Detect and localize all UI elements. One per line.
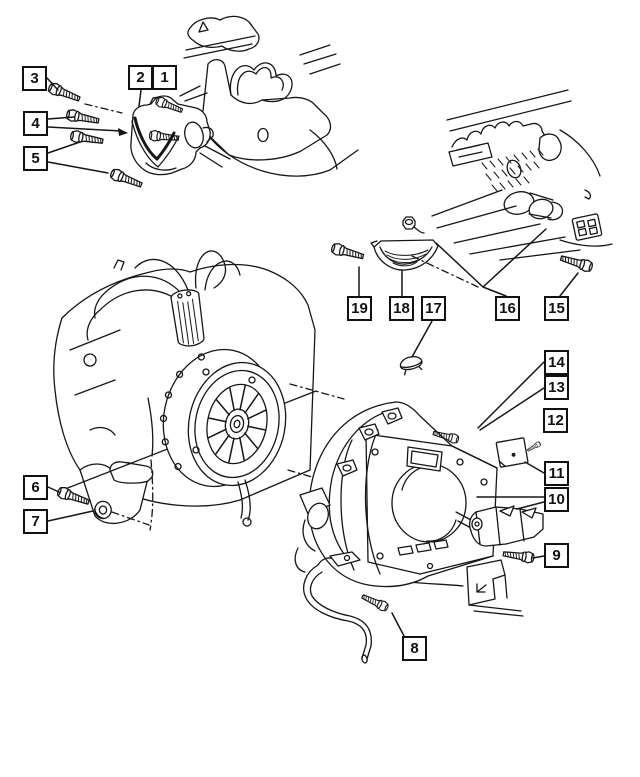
dust-shield (370, 239, 439, 271)
bellhousing (294, 401, 498, 588)
callout-box-6[interactable]: 6 (23, 475, 48, 500)
clutch-pressure-plate (159, 348, 287, 527)
callout-box-1[interactable]: 1 (152, 65, 177, 90)
washer-7 (94, 500, 112, 520)
bellhousing-lugs (336, 407, 403, 477)
callout-box-14[interactable]: 14 (544, 350, 569, 375)
centerlines (84, 103, 479, 531)
callout-box-8[interactable]: 8 (402, 636, 427, 661)
callout-box-7[interactable]: 7 (23, 509, 48, 534)
bolt-15 (558, 251, 595, 274)
leader-lines (46, 77, 579, 637)
callout-box-16[interactable]: 16 (495, 296, 520, 321)
bolt-9 (502, 547, 536, 565)
bolt-19 (329, 241, 366, 263)
small-bolt-11 (526, 440, 542, 453)
callout-box-9[interactable]: 9 (544, 543, 569, 568)
callout-box-10[interactable]: 10 (544, 487, 569, 512)
callout-box-2[interactable]: 2 (128, 65, 153, 90)
callout-box-4[interactable]: 4 (23, 111, 48, 136)
callout-box-18[interactable]: 18 (389, 296, 414, 321)
bolt-8 (359, 591, 391, 613)
callout-box-15[interactable]: 15 (544, 296, 569, 321)
engine-right-view (431, 89, 613, 261)
distributor-and-wires (86, 250, 241, 347)
callout-box-17[interactable]: 17 (421, 296, 446, 321)
support-bracket (466, 559, 524, 617)
shim-plate (495, 437, 529, 468)
mount-bracket (455, 505, 544, 547)
callout-box-5[interactable]: 5 (23, 146, 48, 171)
callout-box-13[interactable]: 13 (544, 375, 569, 400)
callout-box-11[interactable]: 11 (544, 461, 569, 486)
callout-box-19[interactable]: 19 (347, 296, 372, 321)
callout-box-12[interactable]: 12 (543, 408, 568, 433)
cover-mounting-bolts (46, 80, 145, 192)
plug (399, 356, 423, 376)
bolt-6 (55, 485, 92, 509)
callout-box-3[interactable]: 3 (22, 66, 47, 91)
clutch-line-tube (303, 551, 372, 664)
engine-front-view (179, 15, 359, 177)
retainer-nut (402, 216, 425, 234)
housing-cover-with-seal (130, 95, 214, 176)
